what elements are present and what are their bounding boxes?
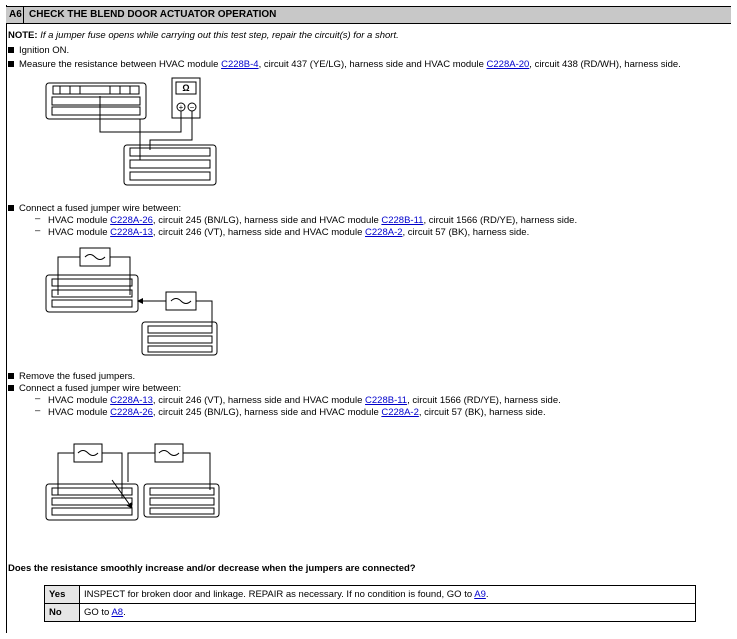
svg-text:−: −	[190, 103, 195, 112]
item-text: , circuit 246 (VT), harness side and HVA…	[152, 395, 366, 406]
ohm-symbol: Ω	[182, 83, 189, 93]
no-action: GO to A8.	[79, 603, 696, 622]
measure-text-c: , circuit 438 (RD/WH), harness side.	[529, 59, 681, 70]
fused-jumper	[154, 443, 184, 463]
fused-jumper	[79, 247, 111, 267]
bullet-connect-1: Connect a fused jumper wire between:	[7, 203, 182, 214]
connector-c228a	[45, 274, 139, 313]
yes-label: Yes	[44, 585, 80, 604]
item-text: , circuit 1566 (RD/YE), harness side.	[407, 395, 561, 406]
note: NOTE: If a jumper fuse opens while carry…	[8, 30, 399, 41]
connect-text-2: Connect a fused jumper wire between:	[19, 383, 182, 394]
step-number: A6	[9, 9, 22, 20]
bullet-connect-2: Connect a fused jumper wire between:	[7, 383, 182, 394]
bullet-ignition: Ignition ON.	[7, 45, 70, 56]
no-action-text: GO to	[84, 607, 112, 618]
link-c228a-13[interactable]: C228A-13	[110, 395, 153, 406]
measure-text-b: , circuit 437 (YE/LG), harness side and …	[258, 59, 487, 70]
link-c228a-2[interactable]: C228A-2	[381, 407, 419, 418]
no-action-end: .	[123, 607, 126, 618]
row-no: No GO to A8.	[44, 603, 696, 622]
jumper-item-2a: HVAC module C228A-13, circuit 246 (VT), …	[35, 393, 561, 406]
connector-c228b	[143, 483, 220, 518]
jumper-item-1b: HVAC module C228A-13, circuit 246 (VT), …	[35, 225, 530, 238]
item-text: , circuit 57 (BK), harness side.	[418, 407, 546, 418]
step-title: CHECK THE BLEND DOOR ACTUATOR OPERATION	[29, 9, 277, 20]
connector-c228a	[45, 483, 139, 521]
item-text: , circuit 57 (BK), harness side.	[402, 227, 530, 238]
question-text: Does the resistance smoothly increase an…	[8, 563, 416, 574]
yes-action-text: INSPECT for broken door and linkage. REP…	[84, 589, 475, 600]
link-c228b-4[interactable]: C228B-4	[221, 59, 259, 70]
diagram-jumpers-2	[45, 443, 220, 521]
link-a9[interactable]: A9	[474, 589, 486, 600]
link-c228a-26[interactable]: C228A-26	[110, 407, 153, 418]
fused-jumper	[73, 443, 103, 463]
connector-c228a	[123, 144, 217, 186]
connect-text-1: Connect a fused jumper wire between:	[19, 203, 182, 214]
row-yes: Yes INSPECT for broken door and linkage.…	[44, 585, 696, 604]
link-c228a-26[interactable]: C228A-26	[110, 215, 153, 226]
diagram-resistance-measure: Ω + −	[45, 77, 217, 186]
item-text: HVAC module	[48, 407, 111, 418]
no-label: No	[44, 603, 80, 622]
svg-text:+: +	[179, 103, 184, 112]
remove-text: Remove the fused jumpers.	[19, 371, 136, 382]
jumper-item-2b: HVAC module C228A-26, circuit 245 (BN/LG…	[35, 405, 546, 418]
connector-c228b	[45, 82, 147, 120]
connector-c228b	[141, 321, 218, 356]
link-c228b-11[interactable]: C228B-11	[365, 395, 408, 406]
item-text: HVAC module	[48, 395, 111, 406]
yes-action: INSPECT for broken door and linkage. REP…	[79, 585, 696, 604]
jumper-item-1a: HVAC module C228A-26, circuit 245 (BN/LG…	[35, 213, 578, 226]
ohmmeter: Ω + −	[171, 77, 201, 119]
item-text: HVAC module	[48, 215, 111, 226]
item-text: , circuit 245 (BN/LG), harness side and …	[152, 407, 382, 418]
bullet-measure: Measure the resistance between HVAC modu…	[8, 59, 681, 70]
link-c228b-11[interactable]: C228B-11	[381, 215, 424, 226]
link-c228a-13[interactable]: C228A-13	[110, 227, 153, 238]
item-text: , circuit 1566 (RD/YE), harness side.	[423, 215, 578, 226]
link-a8[interactable]: A8	[111, 607, 124, 618]
measure-text-a: Measure the resistance between HVAC modu…	[19, 59, 222, 70]
yes-action-end: .	[485, 589, 489, 600]
item-text: , circuit 245 (BN/LG), harness side and …	[152, 215, 382, 226]
link-c228a-20[interactable]: C228A-20	[486, 59, 530, 70]
item-text: HVAC module	[48, 227, 111, 238]
note-label: NOTE:	[8, 30, 38, 41]
note-text: If a jumper fuse opens while carrying ou…	[40, 30, 399, 41]
result-table: Yes INSPECT for broken door and linkage.…	[44, 585, 696, 622]
bullet-remove: Remove the fused jumpers.	[7, 371, 136, 382]
fused-jumper	[165, 291, 197, 311]
step-header: A6 CHECK THE BLEND DOOR ACTUATOR OPERATI…	[6, 6, 731, 24]
ignition-text: Ignition ON.	[19, 45, 70, 56]
item-text: , circuit 246 (VT), harness side and HVA…	[152, 227, 366, 238]
document-frame	[6, 5, 732, 633]
link-c228a-2[interactable]: C228A-2	[365, 227, 403, 238]
header-divider	[23, 7, 24, 23]
diagram-jumpers-1	[45, 247, 218, 356]
